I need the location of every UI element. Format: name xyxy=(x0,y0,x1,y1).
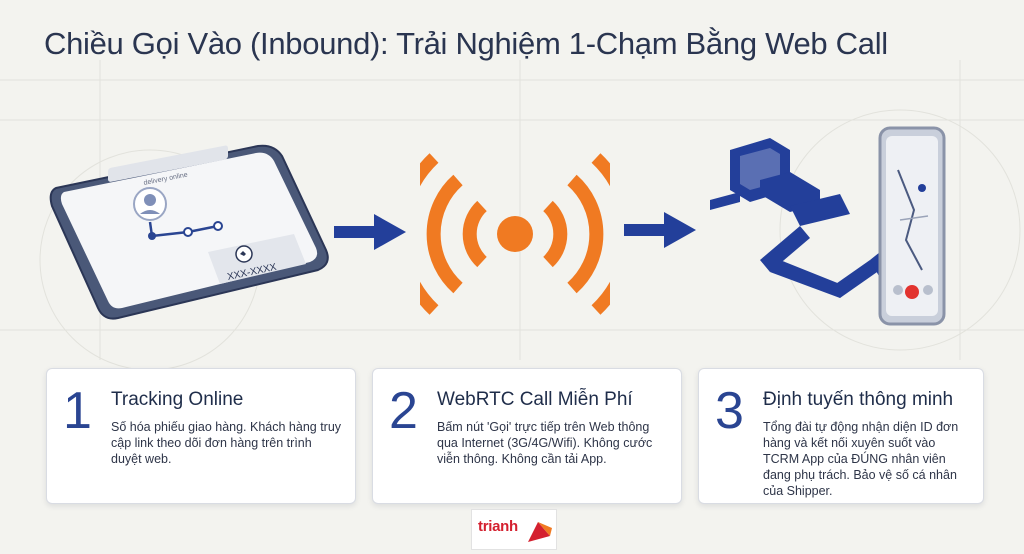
step-card-webrtc-call: 2 WebRTC Call Miễn Phí Bấm nút 'Gọi' trự… xyxy=(372,368,682,504)
step-title: WebRTC Call Miễn Phí xyxy=(437,389,633,410)
logo-text: trianh xyxy=(478,518,518,535)
webrtc-signal-icon xyxy=(420,153,610,315)
smart-routing-illustration xyxy=(710,126,946,326)
step-description: Tổng đài tự động nhận diện ID đơn hàng v… xyxy=(763,420,959,498)
page-title: Chiều Gọi Vào (Inbound): Trải Nghiệm 1-C… xyxy=(44,26,888,61)
arrow-right-icon xyxy=(624,212,696,248)
arrow-right-icon xyxy=(334,214,406,250)
brand-logo: trianh xyxy=(471,509,557,550)
step-number: 3 xyxy=(715,382,744,440)
step-card-smart-routing: 3 Định tuyến thông minh Tổng đài tự động… xyxy=(698,368,984,504)
step-number: 2 xyxy=(389,382,418,440)
step-number: 1 xyxy=(63,382,92,440)
step-description: Số hóa phiếu giao hàng. Khách hàng truy … xyxy=(111,420,342,466)
logo-mark-icon xyxy=(528,522,552,542)
tracking-phone-illustration: delivery online XXX-XXXX xyxy=(49,144,329,320)
step-title: Tracking Online xyxy=(111,389,244,410)
step-card-tracking-online: 1 Tracking Online Số hóa phiếu giao hàng… xyxy=(46,368,356,504)
step-title: Định tuyến thông minh xyxy=(763,389,954,410)
step-description: Bấm nút 'Gọi' trực tiếp trên Web thông q… xyxy=(437,420,653,466)
